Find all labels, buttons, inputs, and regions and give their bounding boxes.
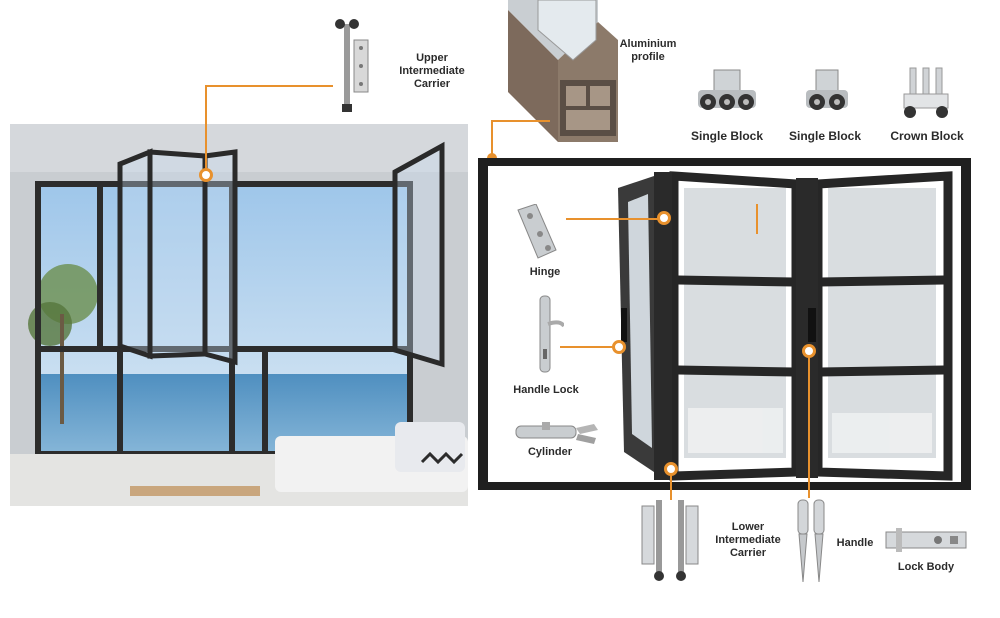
profile-connector-h: [492, 120, 550, 122]
hinge-connector: [566, 218, 660, 220]
hinge-marker: [657, 211, 671, 225]
upper-carrier-connector-h: [205, 85, 333, 87]
crown-block-icon: [900, 66, 952, 122]
handle-label: Handle: [836, 537, 874, 549]
handle-connector: [808, 356, 810, 498]
upper-carrier-connector-v: [205, 85, 207, 175]
pane-connector: [756, 204, 758, 234]
hinge-label: Hinge: [529, 266, 561, 278]
lock-body-label: Lock Body: [897, 561, 955, 573]
single-block-1-label: Single Block: [690, 129, 764, 143]
handle-lock-icon: [534, 294, 564, 374]
lower-carrier-hardware-icon: [636, 496, 704, 582]
cylinder-label: Cylinder: [527, 446, 572, 458]
handle-icon: [794, 498, 828, 584]
hinge-icon: [512, 204, 562, 262]
aluminium-profile-icon: [498, 0, 628, 142]
room-window-photo: [10, 124, 468, 506]
lower-carrier-connector: [670, 474, 672, 500]
aluminium-profile-label: Aluminium profile: [619, 38, 677, 63]
upper-carrier-hardware-icon: [330, 18, 378, 113]
crown-block-label: Crown Block: [890, 129, 964, 143]
lower-carrier-label: Lower Intermediate Carrier: [715, 521, 781, 559]
upper-carrier-marker: [199, 168, 213, 182]
handle-lock-label: Handle Lock: [513, 384, 579, 396]
lock-body-icon: [882, 526, 970, 554]
single-block-2-icon: [804, 68, 850, 120]
profile-connector-v: [491, 120, 493, 156]
single-block-1-icon: [696, 68, 758, 120]
single-block-2-label: Single Block: [788, 129, 862, 143]
upper-carrier-label: Upper Intermediate Carrier: [399, 52, 465, 90]
cylinder-icon: [512, 418, 602, 446]
handle-lock-marker: [612, 340, 626, 354]
handle-lock-connector: [560, 346, 616, 348]
